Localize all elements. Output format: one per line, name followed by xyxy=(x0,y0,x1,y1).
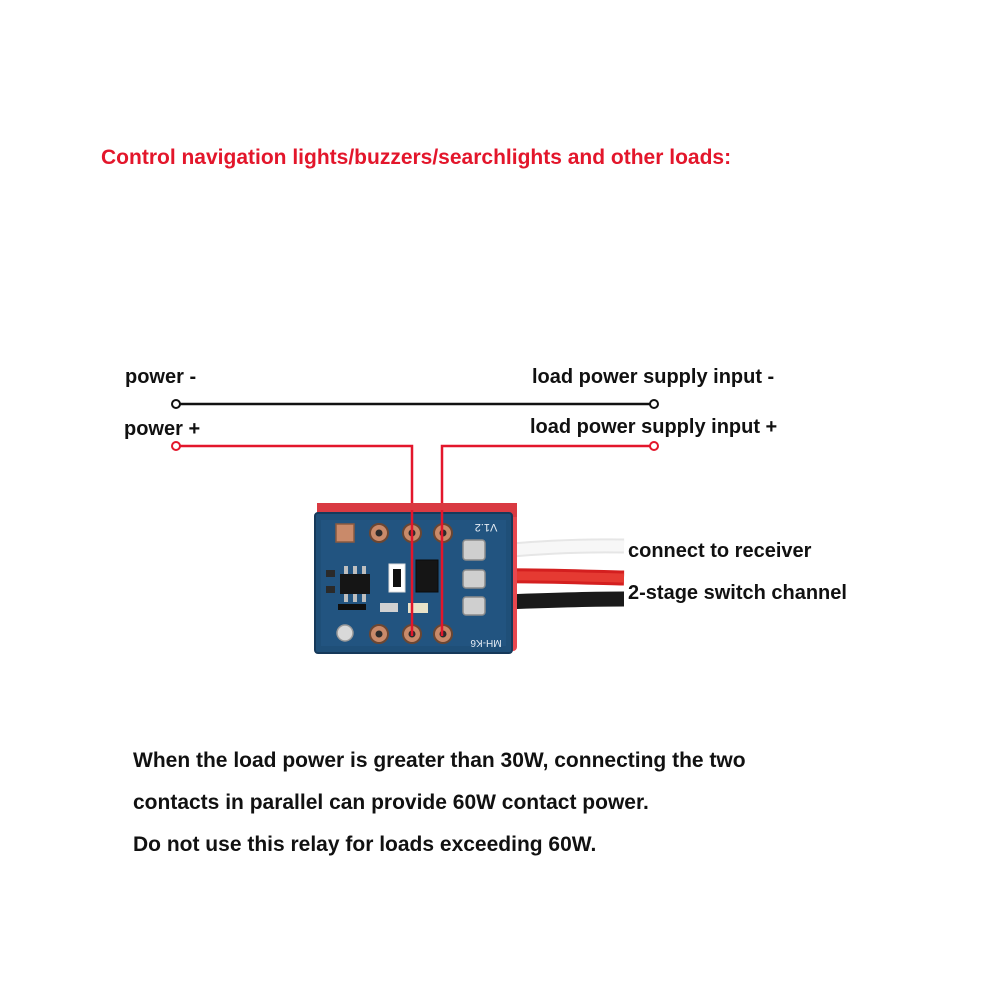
negative-wire xyxy=(171,399,659,409)
receiver-label: connect to receiver xyxy=(628,540,812,562)
version-mark: V1.2 xyxy=(475,521,498,533)
power-minus-label: power - xyxy=(125,366,197,388)
power-note: When the load power is greater than 30W,… xyxy=(133,740,746,866)
note-line: Do not use this relay for loads exceedin… xyxy=(133,833,597,856)
cable-pads xyxy=(462,539,486,616)
load-minus-label: load power supply input - xyxy=(532,366,775,388)
driver-chip xyxy=(340,566,370,602)
power-plus-label: power + xyxy=(124,418,201,440)
note-line: contacts in parallel can provide 60W con… xyxy=(133,791,649,814)
load-plus-label: load power supply input + xyxy=(530,416,778,438)
channel-label: 2-stage switch channel xyxy=(628,582,847,604)
model-mark: MH-K6 xyxy=(470,637,502,648)
relay-module: V1.2 MH-K6 xyxy=(314,503,517,654)
diagram-heading: Control navigation lights/buzzers/search… xyxy=(101,146,732,169)
note-line: When the load power is greater than 30W,… xyxy=(133,749,746,772)
